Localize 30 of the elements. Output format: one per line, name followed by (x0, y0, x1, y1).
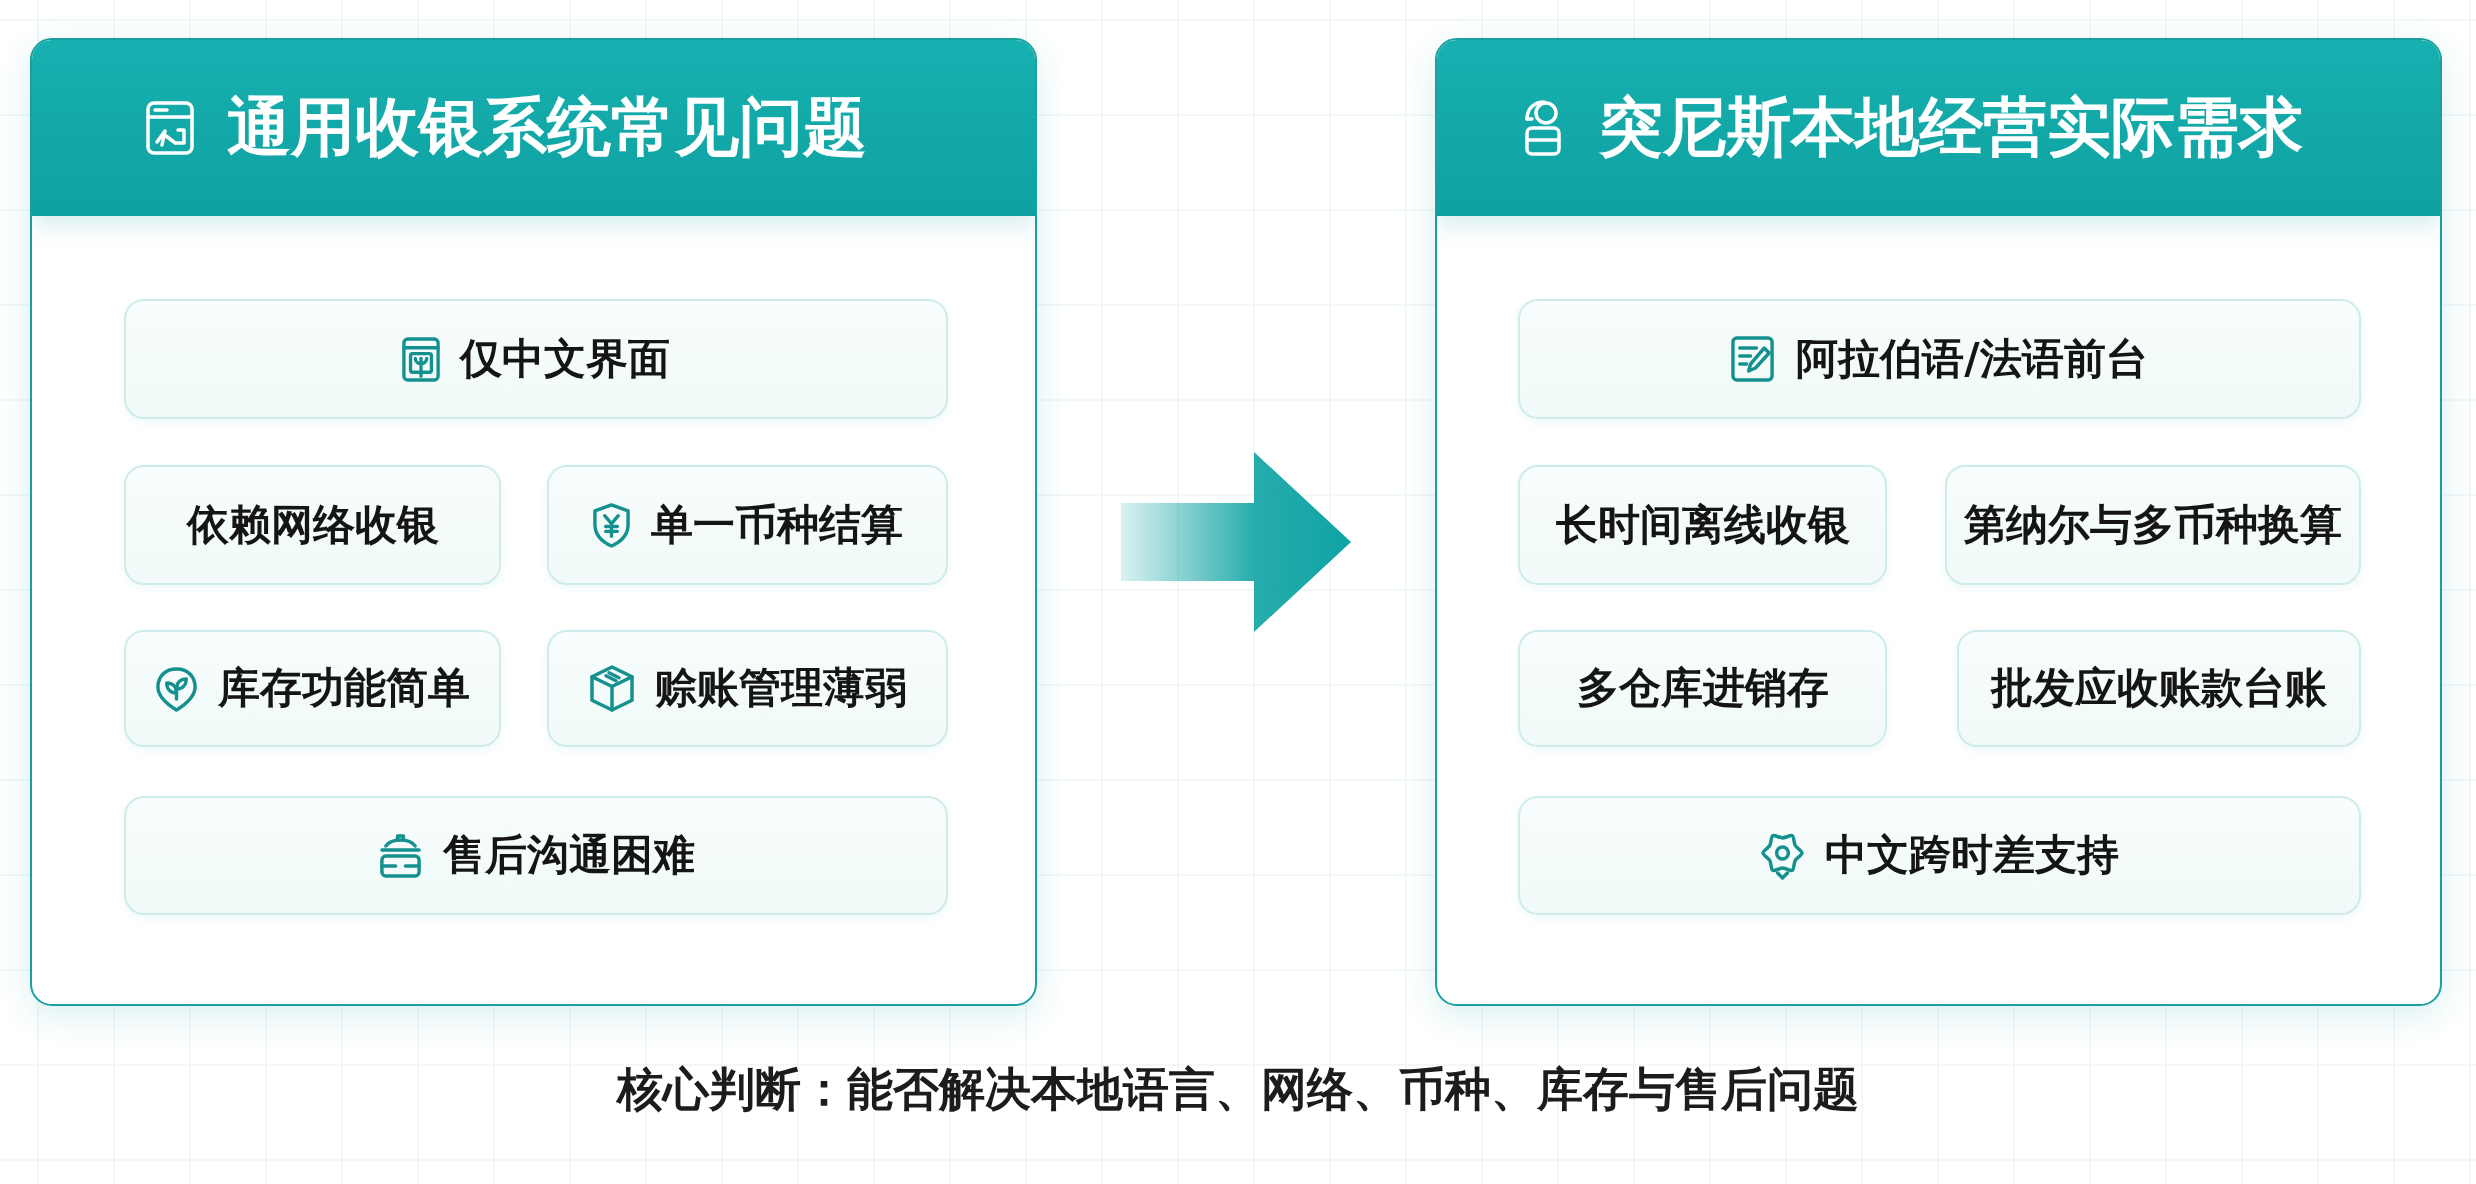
item-card (1945, 465, 2361, 585)
item-card (547, 465, 948, 585)
item-card (124, 630, 501, 747)
item-text: 售后沟通困难 (442, 830, 695, 881)
caption-text: 核心判断：能否解决本地语言、网络、币种、库存与售后问题 (617, 1062, 1859, 1118)
item-text: 单一币种结算 (651, 499, 903, 551)
item-text: 依赖网络收银 (186, 499, 439, 551)
item-text: 赊账管理薄弱 (654, 663, 907, 714)
item-text: 批发应收账款台账 (1991, 663, 2327, 714)
item-card (124, 796, 948, 915)
item-text: 多仓库进销存 (1576, 663, 1829, 714)
item-card (1957, 630, 2361, 747)
item-card (124, 465, 501, 585)
item-text: 中文跨时差支持 (1825, 830, 2119, 881)
item-text: 长时间离线收银 (1555, 499, 1850, 551)
item-card (547, 630, 948, 747)
item-text: 库存功能简单 (218, 663, 470, 714)
panel-title: 通用收银系统常见问题 (226, 91, 867, 165)
item-card (1518, 630, 1887, 747)
item-text: 阿拉伯语/法语前台 (1796, 333, 2148, 385)
panel-card (30, 38, 1037, 1006)
item-card (1518, 796, 2361, 915)
block-arrow (1121, 452, 1351, 632)
item-card (1518, 465, 1887, 585)
panel-card (1435, 38, 2442, 1006)
panel-title: 突尼斯本地经营实际需求 (1598, 91, 2303, 165)
item-card (1518, 299, 2361, 419)
item-text: 第纳尔与多币种换算 (1964, 499, 2342, 551)
item-card (124, 299, 948, 419)
item-text: 仅中文界面 (460, 333, 670, 385)
